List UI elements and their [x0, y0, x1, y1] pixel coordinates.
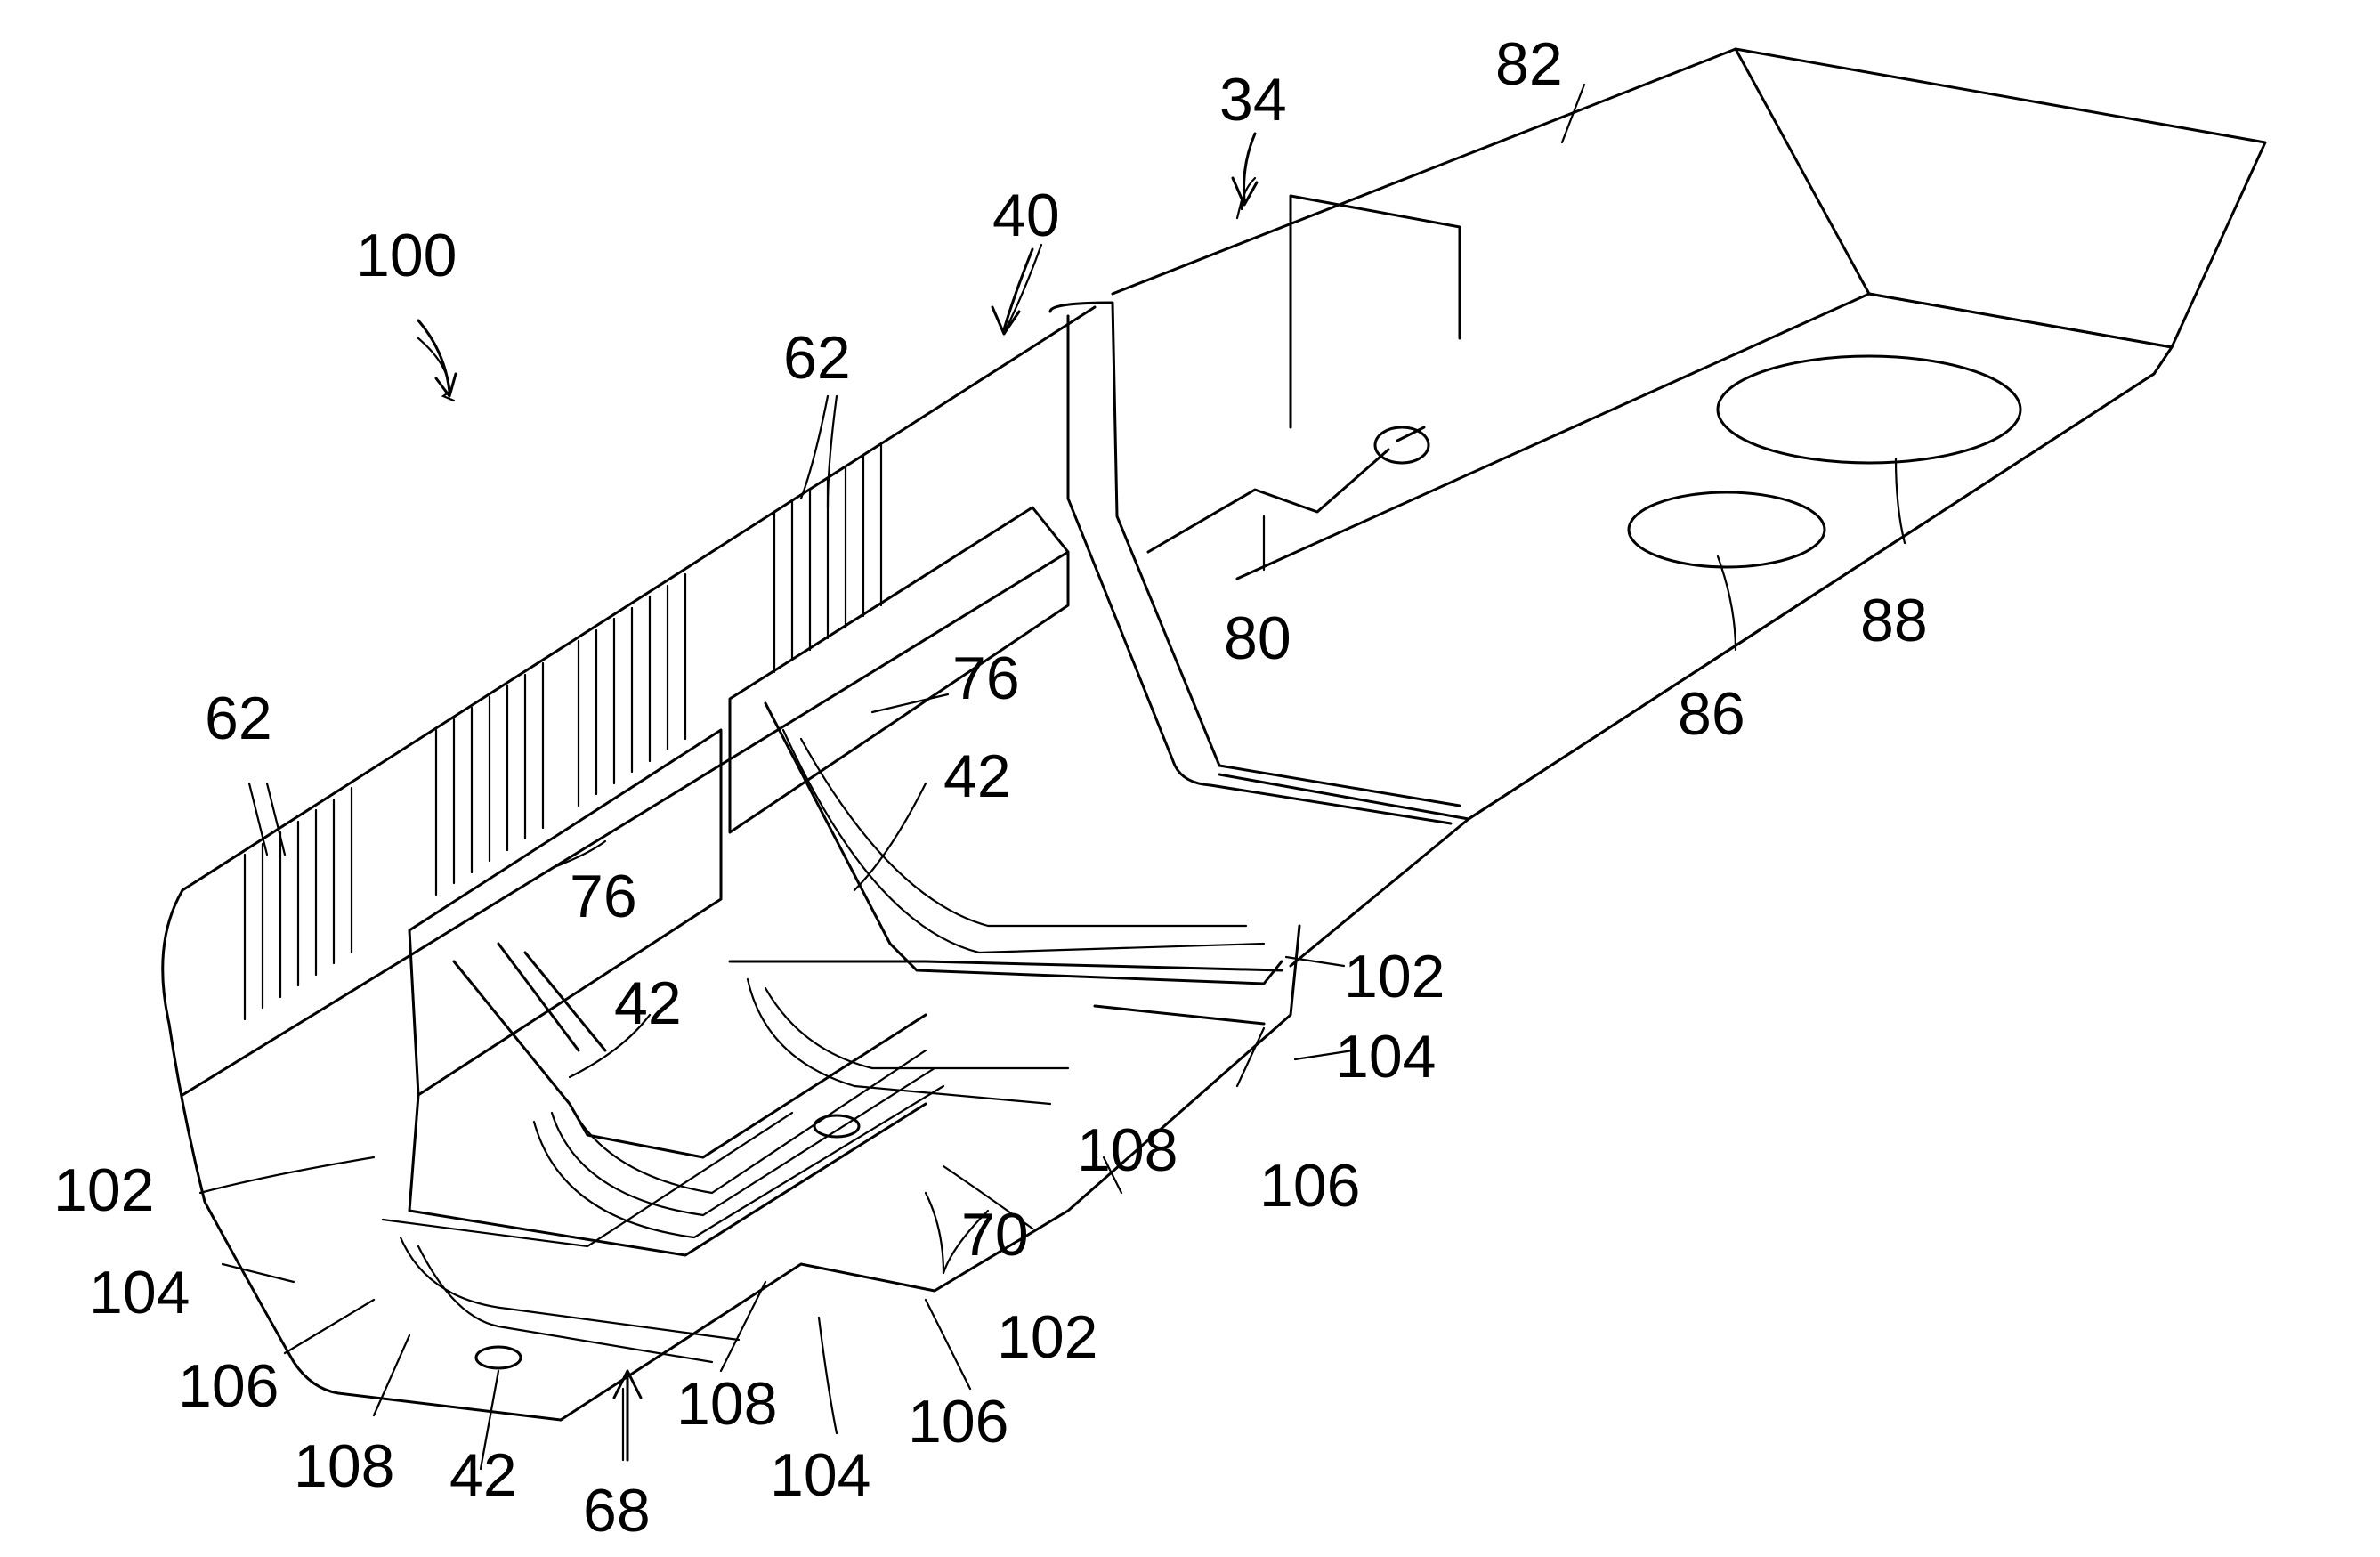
label-102-bottom: 102 — [997, 1303, 1097, 1371]
label-88: 88 — [1860, 587, 1928, 654]
label-102-left: 102 — [53, 1156, 154, 1224]
label-62-upper: 62 — [783, 324, 851, 392]
label-82: 82 — [1495, 30, 1563, 98]
label-76-lower: 76 — [570, 863, 637, 930]
arrow-68 — [614, 1371, 641, 1460]
pin-80-head — [1375, 427, 1429, 463]
label-104-right: 104 — [1335, 1023, 1436, 1091]
port-86 — [1629, 492, 1825, 567]
rear-block-bottom-edge — [1219, 374, 2154, 819]
leader-lines — [200, 85, 1905, 1469]
label-104-left: 104 — [89, 1259, 190, 1326]
hole-42-upper — [814, 1115, 859, 1137]
label-108-right: 108 — [1077, 1116, 1178, 1184]
reference-labels: 100 34 82 40 62 62 76 76 42 42 42 80 86 … — [53, 30, 1928, 1545]
pin-80 — [1148, 427, 1424, 552]
label-86: 86 — [1678, 680, 1745, 748]
label-42-middle: 42 — [614, 969, 682, 1037]
label-34: 34 — [1219, 66, 1287, 134]
fin-group-3 — [579, 574, 685, 806]
label-76-upper: 76 — [952, 645, 1020, 712]
rear-block — [1050, 49, 2265, 823]
label-40: 40 — [992, 182, 1060, 249]
fin-group-1 — [245, 788, 352, 1019]
hole-42 — [476, 1347, 521, 1368]
rear-opening — [1291, 196, 1460, 427]
clamp-40 — [1050, 303, 1460, 823]
arrow-34 — [1233, 134, 1257, 205]
arrow-40 — [992, 249, 1032, 334]
housing-left-contour — [163, 890, 561, 1420]
label-108-left: 108 — [294, 1432, 394, 1500]
label-68: 68 — [583, 1477, 651, 1545]
label-108-bottom: 108 — [676, 1370, 777, 1438]
label-70: 70 — [961, 1201, 1029, 1269]
fin-group-2 — [436, 663, 543, 895]
label-106-right: 106 — [1259, 1152, 1360, 1220]
label-104-bottom: 104 — [770, 1441, 870, 1509]
housing-body — [163, 307, 1469, 1420]
rear-block-top-edge — [1736, 49, 2265, 347]
label-42-upper: 42 — [943, 742, 1011, 810]
rear-block-front-face — [1469, 294, 2172, 819]
label-80: 80 — [1224, 604, 1291, 672]
label-102-right: 102 — [1344, 943, 1445, 1010]
label-106-bottom: 106 — [908, 1388, 1008, 1456]
recess-left — [383, 730, 943, 1368]
label-100: 100 — [356, 222, 457, 289]
port-88 — [1718, 356, 2020, 463]
label-62-lower: 62 — [205, 685, 272, 752]
label-106-left: 106 — [178, 1352, 279, 1420]
label-42-bottom: 42 — [449, 1441, 517, 1509]
